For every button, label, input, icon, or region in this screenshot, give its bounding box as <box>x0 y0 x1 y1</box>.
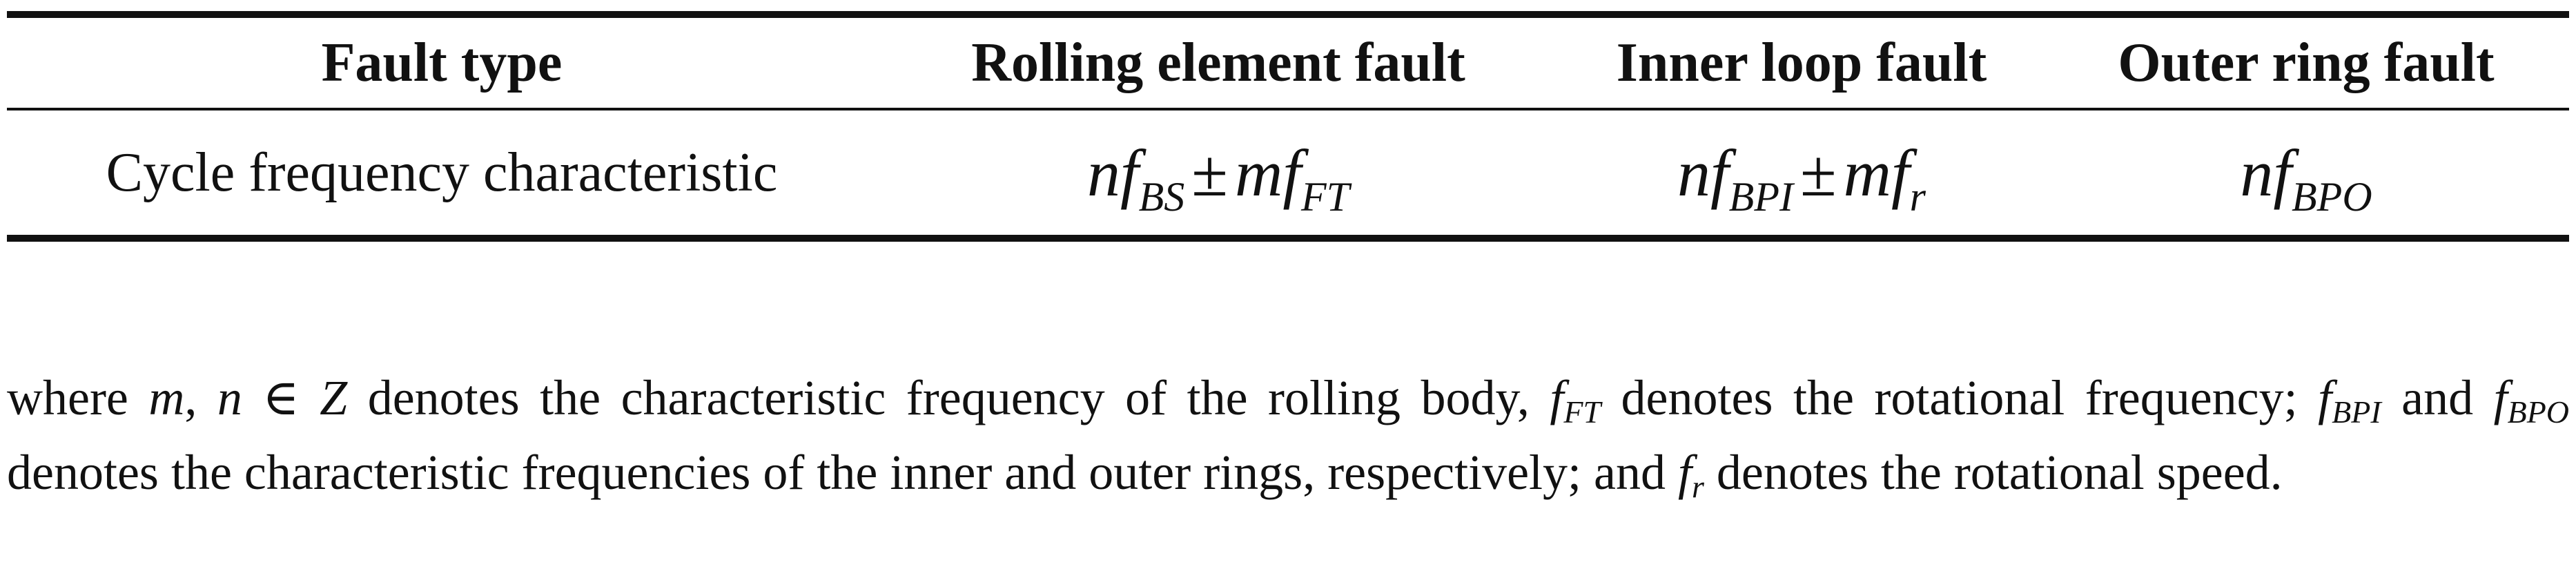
rolling-formula: nfBS±mfFT <box>1086 135 1350 220</box>
f-r-symbol: fr <box>1678 445 1704 504</box>
table-header-row: Fault type Rolling element fault Inner l… <box>7 18 2569 108</box>
header-rolling-element-fault: Rolling element fault <box>971 32 1465 93</box>
table-mid-rule <box>7 108 2569 110</box>
f-ft-symbol: fFT <box>1550 370 1601 430</box>
outer-formula: nfBPO <box>2240 135 2372 220</box>
header-inner-loop-fault: Inner loop fault <box>1616 32 1987 93</box>
table-bottom-rule <box>7 235 2569 242</box>
header-outer-ring-fault: Outer ring fault <box>2118 32 2495 93</box>
f-bpo-symbol: fBPO <box>2493 370 2570 430</box>
f-bpi-symbol: fBPI <box>2318 370 2381 430</box>
header-fault-type: Fault type <box>321 32 563 93</box>
table-top-rule <box>7 11 2569 18</box>
row-label: Cycle frequency characteristic <box>106 142 778 203</box>
fault-table: Fault type Rolling element fault Inner l… <box>7 11 2569 242</box>
explanation-paragraph: where m, n ∈ Z denotes the characteristi… <box>7 370 2570 504</box>
table-row: Cycle frequency characteristic nfBS±mfFT… <box>7 110 2569 235</box>
inner-formula: nfBPI±mfr <box>1677 135 1926 220</box>
